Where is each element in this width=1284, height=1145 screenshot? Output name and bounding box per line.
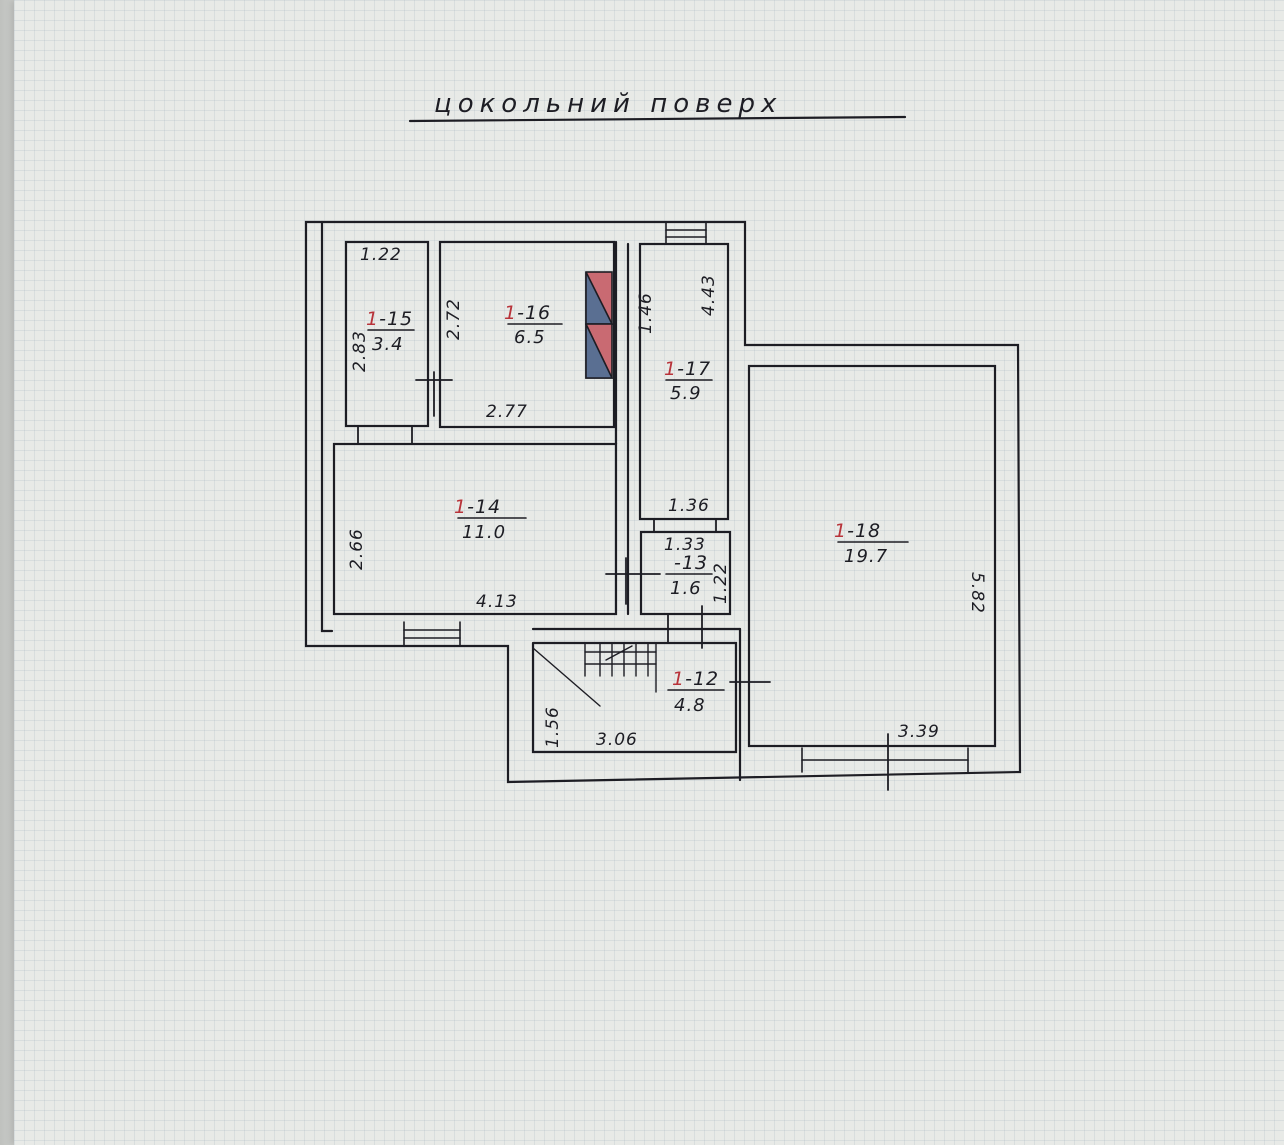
room-id-suffix: -17 [677,358,711,380]
chimney-ducts [585,271,614,379]
dim-r16-height: 2.72 [444,298,464,340]
dim-r14-width: 4.13 [476,592,518,612]
room-id-suffix: -18 [847,520,881,542]
room-area: 3.4 [372,334,404,355]
room-area: 6.5 [514,327,546,348]
room-area: 4.8 [674,695,706,716]
door-marks [357,371,889,791]
window-top [665,221,707,245]
room-area: 19.7 [844,546,888,567]
dim-r14-height: 2.66 [347,528,367,570]
svg-text:-13: -13 [674,552,708,574]
room-1-15-label: 1-15 3.4 [366,308,413,355]
outer-wall [304,220,1022,784]
room-1-14-label: 1-14 11.0 [454,496,506,543]
svg-text:1-15: 1-15 [366,308,413,330]
svg-text:1-18: 1-18 [834,520,881,542]
graph-paper-sheet [14,0,1284,1145]
room-1-18-label: 1-18 19.7 [834,520,888,567]
room-1-13-outline [639,530,732,616]
room-id-prefix: 1 [672,668,685,690]
room-id-prefix: 1 [366,308,379,330]
dim-r17-width-top: 1.46 [636,292,656,334]
room-id-suffix: -16 [517,302,551,324]
window-bottom-left [403,621,461,647]
room-id-suffix: -14 [467,496,501,518]
dim-r17-width-bottom: 1.36 [668,496,710,516]
dim-r18-height: 5.82 [967,572,987,614]
dim-r17-height: 4.43 [699,274,719,316]
room-1-16-label: 1-16 6.5 [504,302,551,348]
room-area: 11.0 [462,522,506,543]
svg-text:1-14: 1-14 [454,496,501,518]
room-1-17-label: 1-17 5.9 [664,358,711,404]
dim-r15-height: 2.83 [350,330,370,372]
plan-title: цокольний поверх [434,89,782,119]
title-underline [408,115,907,123]
room-id-prefix: 1 [454,496,467,518]
room-1-14-outline [332,442,618,616]
room-1-16-outline [438,240,616,429]
room-1-17-outline [638,242,730,521]
svg-text:1-17: 1-17 [664,358,711,380]
room-area: 5.9 [670,383,702,404]
room-id-suffix: -13 [674,552,708,574]
dim-r13-width: 1.33 [664,535,706,555]
staircase [532,642,657,707]
dim-r15-width: 1.22 [360,245,402,265]
dim-r12-height: 1.56 [543,706,563,748]
room-id-suffix: -15 [379,308,413,330]
room-1-18-outline [747,364,997,748]
room-id-prefix: 1 [664,358,677,380]
window-bottom-right [801,747,969,773]
dim-r12-width: 3.06 [596,730,638,750]
room-id-suffix: -12 [685,668,719,690]
svg-text:1-12: 1-12 [672,668,719,690]
dim-r18-width: 3.39 [898,722,940,742]
room-id-prefix: 1 [504,302,517,324]
room-area: 1.6 [670,578,702,599]
svg-text:1-16: 1-16 [504,302,551,324]
room-1-12-label: 1-12 4.8 [672,668,719,716]
dim-r16-width: 2.77 [486,402,528,422]
dim-r13-height: 1.22 [711,562,731,604]
room-id-prefix: 1 [834,520,847,542]
room-1-15-outline [344,240,430,428]
room-1-13-label: -13 1.6 [670,552,708,599]
